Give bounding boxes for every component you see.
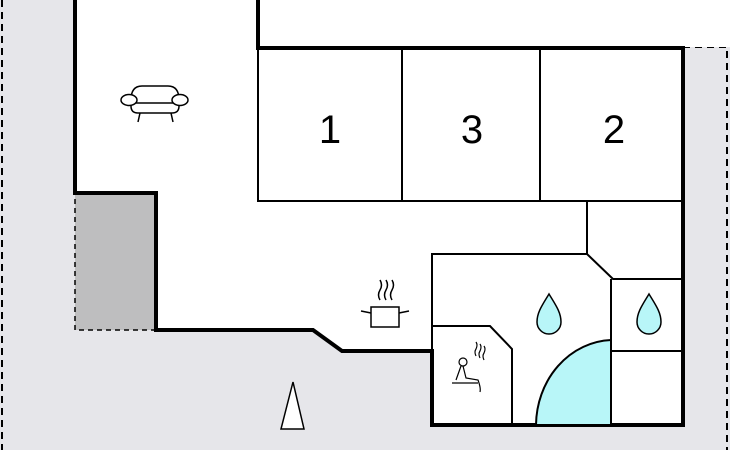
terrace: [74, 192, 156, 331]
shower-area: [534, 338, 612, 426]
top-white-area: [258, 0, 730, 47]
sauna-icon: [452, 341, 486, 393]
water-drop-icon: [536, 292, 562, 335]
exterior-wall: [73, 0, 685, 427]
interior-walls: [257, 48, 683, 425]
room-label-2: 2: [603, 108, 625, 152]
north-arrow-icon: [280, 381, 305, 430]
sofa-icon: [120, 85, 189, 123]
cooking-pot-icon: [360, 279, 410, 328]
room-label-3: 3: [461, 108, 483, 152]
room-label-1: 1: [319, 108, 341, 152]
house-outline: [75, 0, 683, 425]
water-drop-icon: [636, 292, 662, 335]
